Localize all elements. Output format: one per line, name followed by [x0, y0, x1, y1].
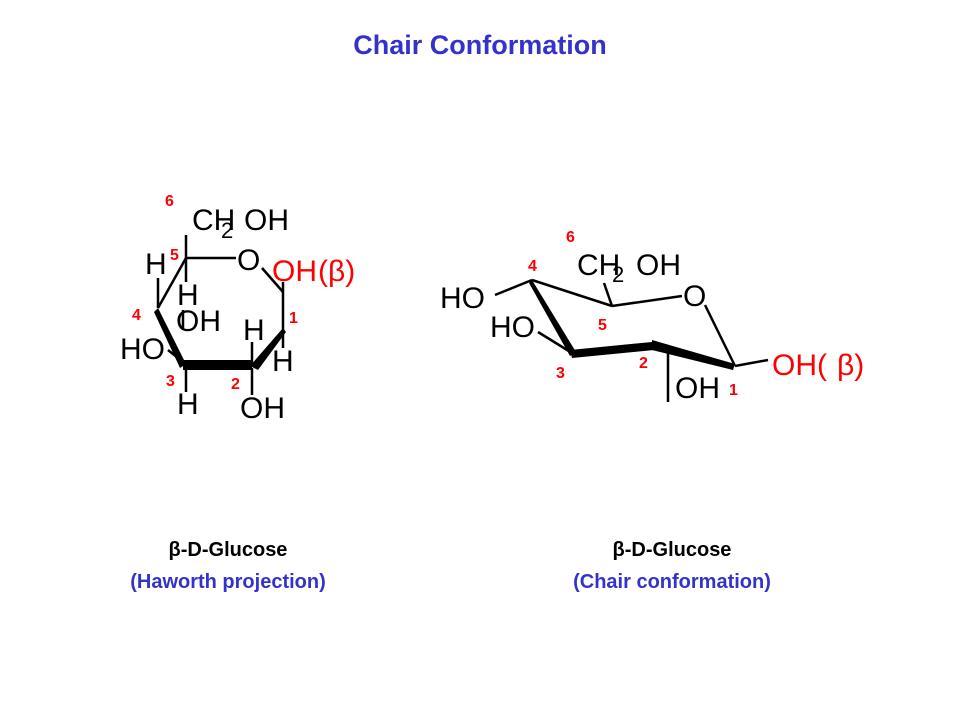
- caption-haworth-name: β-D-Glucose: [168, 539, 288, 561]
- chair-number-1: 1: [729, 382, 738, 399]
- bond-c3-ho: [167, 349, 184, 363]
- slide-title: Chair Conformation: [353, 30, 607, 60]
- haworth-c6-oh: OH: [244, 204, 289, 237]
- chair-wedge-c2-c1: [652, 340, 735, 370]
- haworth-c2-oh: OH: [240, 392, 285, 425]
- haworth-number-5: 5: [170, 247, 179, 264]
- caption-chair-type: (Chair conformation): [573, 571, 771, 593]
- haworth-h-c1: H: [272, 345, 294, 378]
- haworth-ring-oxygen: O: [237, 244, 260, 277]
- haworth-number-6: 6: [165, 193, 174, 210]
- chair-bond-c5-c6: [602, 282, 614, 307]
- caption-haworth: β-D-Glucose (Haworth projection): [48, 534, 408, 598]
- haworth-number-2: 2: [231, 376, 240, 393]
- chair-c4-ho: HO: [440, 282, 485, 315]
- chair-ring-oxygen: O: [683, 280, 706, 313]
- chair-number-4: 4: [528, 258, 537, 275]
- wedge-c2-c1: [250, 328, 286, 370]
- chair-wedge-c4-c3: [529, 280, 576, 356]
- chair-c2-oh: OH: [675, 372, 720, 405]
- chair-c6-oh: OH: [636, 249, 681, 282]
- haworth-number-3: 3: [166, 373, 175, 390]
- wedge-c4-c3: [154, 308, 186, 368]
- bond-o-c1: [261, 267, 284, 293]
- haworth-number-1: 1: [289, 310, 298, 327]
- chair-anomeric-oh: OH(: [772, 349, 827, 382]
- wedge-c3-c2: [183, 360, 252, 370]
- chair-number-2: 2: [639, 355, 648, 372]
- chair-bond-c1-oh: [734, 358, 769, 368]
- chair-number-6: 6: [566, 229, 575, 246]
- haworth-structure: CH 2 OH O OH (β) H H OH H H HO H OH 6 5 …: [120, 193, 355, 425]
- chair-number-5: 5: [598, 317, 607, 334]
- chair-bond-c4-c5: [531, 278, 613, 308]
- caption-chair-name: β-D-Glucose: [612, 539, 732, 561]
- haworth-h-c3: H: [177, 388, 199, 421]
- haworth-h-c2: H: [243, 314, 265, 347]
- chair-bond-c4-ho: [494, 278, 533, 297]
- chair-bond-c3-ho: [537, 330, 573, 355]
- chair-number-3: 3: [556, 365, 565, 382]
- chair-structure: CH 2 OH O HO HO OH OH( β) 6 4 5 2 3 1: [440, 229, 864, 405]
- haworth-h-c5-left: H: [145, 248, 167, 281]
- chair-ch: CH: [577, 249, 620, 282]
- haworth-number-4: 4: [132, 307, 141, 324]
- chair-bond-o-c1: [703, 304, 737, 367]
- caption-chair: β-D-Glucose (Chair conformation): [492, 534, 852, 598]
- haworth-ch: CH: [192, 204, 235, 237]
- caption-haworth-type: (Haworth projection): [130, 571, 326, 593]
- chair-ch2-subscript: 2: [612, 262, 624, 287]
- haworth-c3-ho: HO: [120, 333, 165, 366]
- haworth-anomeric-oh: OH: [272, 255, 317, 288]
- chair-wedge-c3-c2: [570, 342, 654, 358]
- haworth-c4-oh: OH: [176, 305, 221, 338]
- haworth-h-c5-down: H: [177, 279, 199, 312]
- bond-c5-c4: [156, 257, 188, 309]
- chair-c3-ho: HO: [490, 311, 535, 344]
- haworth-ch2-subscript: 2: [221, 218, 233, 243]
- chair-bond-c5-o: [611, 294, 683, 308]
- haworth-anomeric-beta: (β): [318, 255, 355, 288]
- chair-anomeric-beta: β): [837, 349, 864, 382]
